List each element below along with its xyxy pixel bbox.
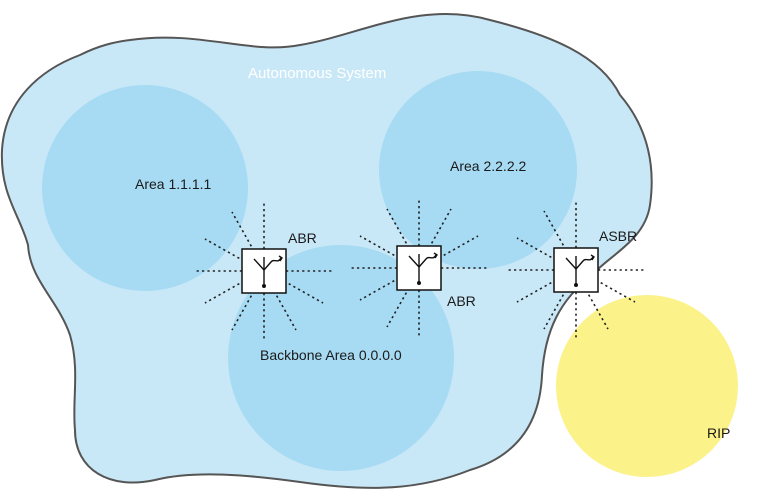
- area-2-region: [379, 71, 577, 269]
- rip-label: RIP: [707, 425, 730, 441]
- router-asbr: ASBR: [508, 202, 644, 338]
- signal-rays: [508, 202, 644, 338]
- rip-region: [556, 295, 738, 477]
- area-2-label: Area 2.2.2.2: [450, 158, 526, 174]
- area-1-region: [42, 85, 248, 291]
- signal-rays: [196, 203, 332, 339]
- router-glyph-icon: [253, 255, 283, 289]
- router-glyph-icon: [565, 254, 595, 288]
- router-abr-2: ABR: [351, 200, 487, 336]
- area-1-label: Area 1.1.1.1: [135, 176, 211, 192]
- router-abr-1: ABR: [196, 203, 332, 339]
- signal-rays: [351, 200, 487, 336]
- router-asbr-label: ASBR: [599, 228, 637, 244]
- autonomous-system-label: Autonomous System: [248, 65, 386, 82]
- router-abr-1-label: ABR: [288, 230, 317, 246]
- backbone-area-label: Backbone Area 0.0.0.0: [260, 347, 402, 363]
- router-glyph-icon: [408, 252, 438, 286]
- backbone-area-region: [228, 245, 454, 471]
- router-abr-2-label: ABR: [447, 293, 476, 309]
